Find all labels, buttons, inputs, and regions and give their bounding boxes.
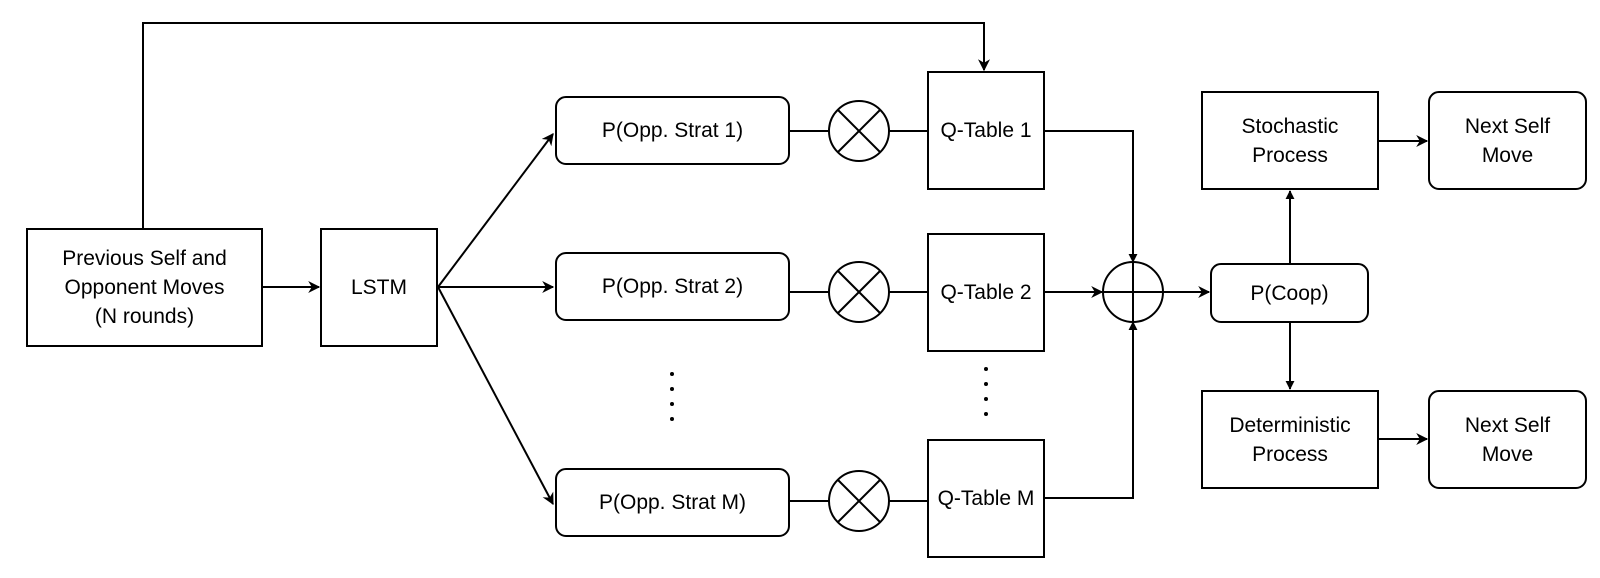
edge-lstm-to-strat1 — [437, 133, 554, 288]
edge-input-to-qtable1 — [142, 22, 990, 228]
opp-strat-1-node: P(Opp. Strat 1) — [555, 96, 790, 165]
multiply-circle-icon — [828, 100, 890, 162]
deterministic-process-node: Deterministic Process — [1201, 390, 1379, 489]
edge-qtable1-to-sum — [1044, 130, 1138, 263]
next-self-move-top-node: Next Self Move — [1428, 91, 1587, 190]
multiply-circle-icon — [828, 261, 890, 323]
stochastic-process-node: Stochastic Process — [1201, 91, 1379, 190]
q-table-m-node: Q-Table M — [927, 439, 1045, 558]
strategy-ellipsis — [670, 372, 676, 432]
opp-strat-m-node: P(Opp. Strat M) — [555, 468, 790, 537]
input-moves-node: Previous Self and Opponent Moves (N roun… — [26, 228, 263, 347]
edge-lstm-to-stratm — [437, 286, 554, 506]
q-table-1-node: Q-Table 1 — [927, 71, 1045, 190]
p-coop-node: P(Coop) — [1210, 263, 1369, 323]
qtable-ellipsis — [984, 367, 990, 427]
q-table-2-node: Q-Table 2 — [927, 233, 1045, 352]
opp-strat-2-node: P(Opp. Strat 2) — [555, 252, 790, 321]
plus-circle-icon — [1102, 261, 1164, 323]
edge-qtablem-to-sum — [1044, 321, 1138, 499]
lstm-node: LSTM — [320, 228, 438, 347]
next-self-move-bottom-node: Next Self Move — [1428, 390, 1587, 489]
multiply-circle-icon — [828, 470, 890, 532]
